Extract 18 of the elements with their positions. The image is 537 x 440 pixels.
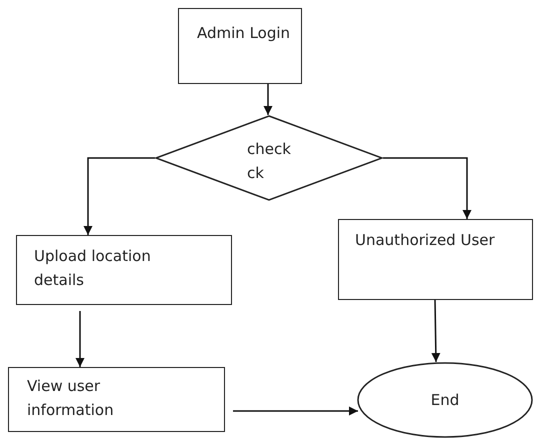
- arrow: [233, 406, 358, 416]
- node-label: View user information: [27, 376, 115, 421]
- arrow: [84, 157, 155, 235]
- node-label: Admin Login: [197, 23, 292, 44]
- process-box: [8, 367, 225, 432]
- process-box: [178, 8, 302, 84]
- arrow: [264, 84, 272, 115]
- arrow: [76, 311, 84, 367]
- process-box: [338, 219, 533, 300]
- process-box: [16, 235, 232, 305]
- node-label: check ck: [247, 139, 292, 184]
- terminal-ellipse: [357, 362, 533, 438]
- arrow: [383, 157, 472, 219]
- decision-diamond: [155, 115, 383, 201]
- node-label: Upload location details: [34, 246, 152, 291]
- arrow: [431, 300, 440, 362]
- node-label: Unauthorized User: [355, 230, 495, 251]
- node-label: End: [430, 390, 460, 411]
